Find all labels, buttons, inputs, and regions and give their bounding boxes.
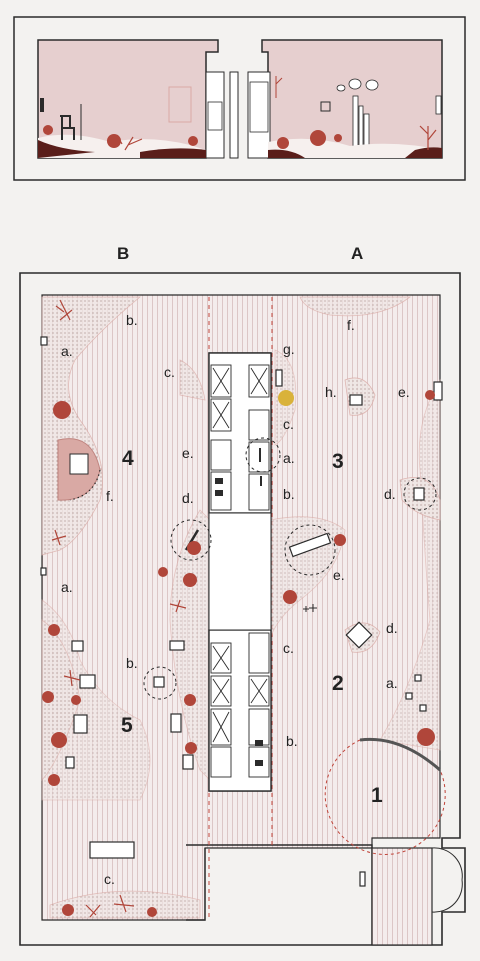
room-number-5: 5 [121,714,133,737]
annotation-r3-c: c. [283,416,294,432]
room-number-2: 2 [332,672,344,695]
annotation-r5-b: b. [126,655,138,671]
room-number-3: 3 [332,450,344,473]
central-partition [208,352,272,792]
side-label-b: B [117,244,129,263]
annotation-r5-a: a. [61,579,73,595]
annotation-r4-d: d. [182,490,194,506]
room-number-4: 4 [122,447,134,470]
annotation-r4-f: f. [106,488,114,504]
floor-plan: 4 3 2 5 1 g. f. h. e. c. a. b. d. e. d. … [19,272,466,946]
annotation-r5-c: c. [104,871,115,887]
annotation-r2-c: c. [283,640,294,656]
annotation-r2-e: e. [333,567,345,583]
annotation-r4-e: e. [182,445,194,461]
annotation-r3-h: h. [325,384,337,400]
annotation-r3-f: f. [347,317,355,333]
annotation-r2-d: d. [386,620,398,636]
annotation-r4-c: c. [164,364,175,380]
side-label-a: A [351,244,363,263]
annotation-r3-b: b. [283,486,295,502]
annotation-r2-b: b. [286,733,298,749]
annotation-r4-b: b. [126,312,138,328]
elevation-section [13,16,466,181]
annotation-r2-a: a. [386,675,398,691]
annotation-r4-a: a. [61,343,73,359]
annotation-r3-e: e. [398,384,410,400]
annotation-r3-a: a. [283,450,295,466]
annotation-r3-d: d. [384,486,396,502]
annotation-r3-g: g. [283,341,295,357]
room-number-1: 1 [371,784,383,807]
